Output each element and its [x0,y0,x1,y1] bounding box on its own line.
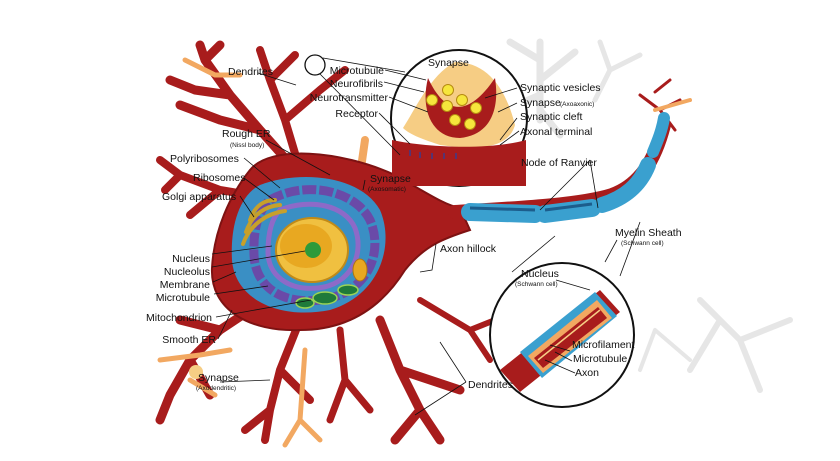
label-neurofibrils: Neurofibrils [330,78,383,90]
nucleolus [305,242,321,258]
golgi-apparatus [241,198,287,246]
label-ribosomes: Ribosomes [193,172,246,184]
label-synaptic-vesicles: Synaptic vesicles [520,82,601,94]
label-rough-er-sub: (Nissl body) [230,142,264,149]
label-dendrites-bottom: Dendrites [468,379,513,391]
label-membrane: Membrane [160,279,210,291]
label-node-of-ranvier: Node of Ranvier [521,157,597,169]
label-synapse-axoaxonic-sub: (Axoaxonic) [560,101,594,108]
background-neuron [501,38,793,393]
leader-lines [211,69,618,416]
label-synapse-axodendritic: Synapse [198,372,239,384]
label-synapse-axosomatic-sub: (Axosomatic) [368,186,406,193]
synapse-inset [390,49,528,187]
label-polyribosomes: Polyribosomes [170,153,239,165]
label-microtubule-cell: Microtubule [156,292,210,304]
label-nucleus-schwann: Nucleus [521,268,559,280]
label-nucleolus: Nucleolus [164,266,210,278]
axon-inset [489,262,635,408]
labels: Dendrites Rough ER (Nissl body) Polyribo… [146,57,682,392]
label-nucleus: Nucleus [172,253,210,265]
label-synapse-axosomatic: Synapse [370,173,411,185]
axon [448,112,671,223]
label-microfilament: Microfilament [572,339,635,351]
label-synapse-axodendritic-sub: (Axodendritic) [196,385,236,392]
label-dendrites-top: Dendrites [228,66,273,78]
axon-inset-pointer [511,221,641,277]
synapse-inset-source [304,54,326,76]
label-nucleus-schwann-sub: (Schwann cell) [515,281,558,288]
label-axonal-terminal: Axonal terminal [520,126,592,138]
nucleus [275,217,349,283]
label-synapse-inset: Synapse [428,57,469,69]
label-smooth-er: Smooth ER [162,334,216,346]
label-golgi: Golgi apparatus [162,191,236,203]
label-neurotransmitter: Neurotransmitter [310,92,389,104]
label-rough-er: Rough ER [222,128,271,140]
label-synapse-axoaxonic: Synapse [520,97,561,109]
label-axon-hillock: Axon hillock [440,243,497,255]
label-microtubule-inset: Microtubule [330,65,384,77]
rough-er-inner [265,201,361,291]
synapse-inset-pointer [319,57,406,156]
label-myelin-sheath: Myelin Sheath [615,227,682,239]
label-myelin-sheath-sub: (Schwann cell) [621,240,664,247]
label-receptor: Receptor [335,108,378,120]
label-synaptic-cleft: Synaptic cleft [520,111,583,123]
label-mitochondrion: Mitochondrion [146,312,212,324]
label-microtubule-axon: Microtubule [573,353,627,365]
label-axon: Axon [575,367,599,379]
